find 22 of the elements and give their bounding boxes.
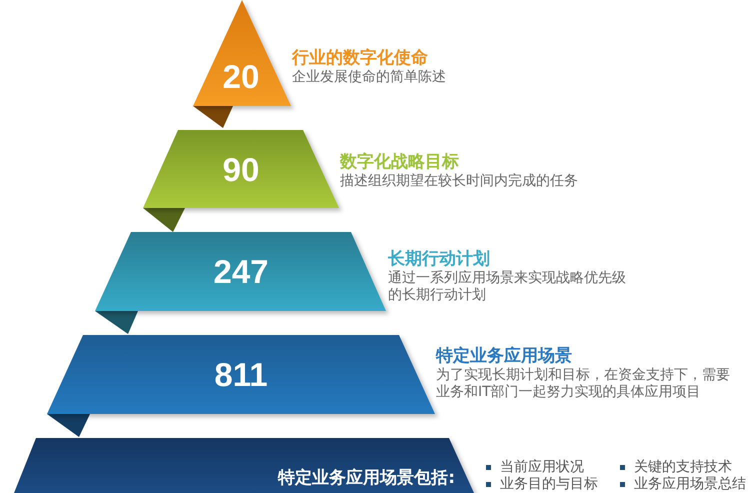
tier-description: 描述组织期望在较长时间内完成的任务 xyxy=(340,173,579,190)
list-item-text: 业务目的与目标 xyxy=(500,476,598,492)
list-item-text: 业务应用场景总结 xyxy=(634,476,746,492)
tier-number: 20 xyxy=(222,59,260,95)
tier-number: 811 xyxy=(214,357,268,393)
list-item-text: 当前应用状况 xyxy=(500,458,584,476)
list-item-text: 关键的支持技术 xyxy=(634,458,732,476)
pyramid-tier xyxy=(47,335,435,414)
tier-description: 通过一系列应用场景来实现战略优先级的长期行动计划 xyxy=(388,270,627,304)
tier-description: 为了实现长期计划和目标，在资金支持下，需要业务和IT部门一起努力实现的具体应用项目 xyxy=(436,367,731,401)
tier-title: 行业的数字化使命 xyxy=(292,48,428,68)
pyramid-tier xyxy=(193,0,291,106)
tier-number: 247 xyxy=(213,254,269,290)
pyramid-tier xyxy=(14,438,474,493)
tier-number: 90 xyxy=(222,152,260,188)
tier-label: 特定业务应用场景包括: xyxy=(278,468,455,488)
tier-description: 企业发展使命的简单陈述 xyxy=(292,69,447,86)
pyramid-tier xyxy=(95,232,386,311)
tier-title: 数字化战略目标 xyxy=(340,152,459,172)
pyramid-tier xyxy=(143,130,339,208)
tier-title: 特定业务应用场景 xyxy=(436,346,572,366)
tier-title: 长期行动计划 xyxy=(388,249,490,269)
